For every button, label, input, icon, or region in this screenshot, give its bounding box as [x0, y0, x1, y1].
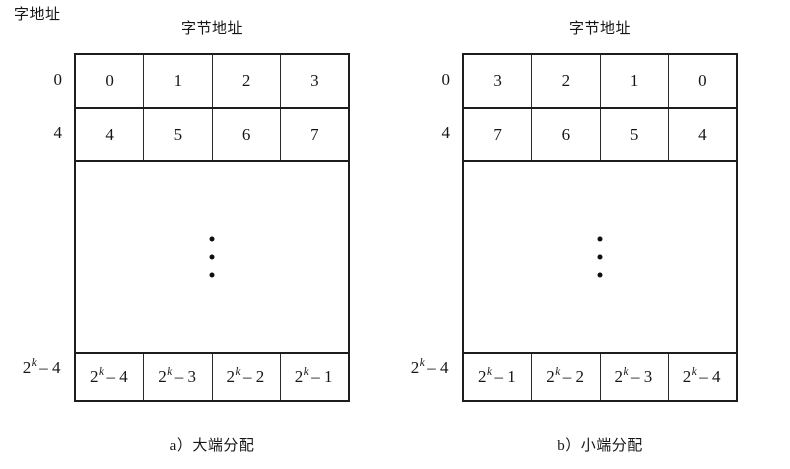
byte-cell: 7: [310, 124, 319, 144]
byte-cell: 2k– 2: [213, 354, 281, 400]
word-address-label-column: 0 4 2k– 4: [394, 53, 456, 402]
panel-big-endian: 字地址 字节地址 0 4 2k– 4 0 1 2 3 4 5 6: [6, 7, 350, 454]
byte-cell: 7: [464, 109, 533, 160]
word-address-heading: 字地址: [14, 7, 61, 23]
byte-cell: 2k– 4: [76, 354, 145, 400]
table-row-elided: [76, 162, 348, 354]
word-address-label: 0: [442, 70, 451, 90]
memory-table-big-endian: 0 1 2 3 4 5 6 7: [74, 53, 350, 402]
memory-table-little-endian: 3 2 1 0 7 6 5 4: [462, 53, 738, 402]
word-address-label-column: 0 4 2k– 4: [6, 53, 68, 402]
vertical-ellipsis-icon: [209, 236, 215, 278]
word-address-label: 2k– 4: [411, 358, 450, 378]
table-row-elided: [464, 162, 736, 354]
word-address-value-0: 0: [441, 70, 451, 89]
byte-cell: 2k– 3: [601, 354, 669, 400]
panel-caption: b）小端分配: [557, 438, 643, 454]
word-address-label: 2k– 4: [23, 358, 62, 378]
table-row: 4 5 6 7: [76, 109, 348, 162]
byte-cell: 6: [213, 109, 281, 160]
byte-address-heading: 字节地址: [568, 21, 631, 37]
byte-cell: 6: [532, 109, 601, 160]
word-address-value-0: 0: [53, 70, 63, 89]
byte-cell: 3: [310, 71, 319, 90]
byte-address-heading: 字节地址: [180, 21, 243, 37]
word-address-value-1: 4: [53, 123, 63, 142]
byte-cell: 2k– 3: [144, 354, 213, 400]
ellipsis-dot: [597, 254, 603, 260]
byte-cell: 0: [698, 71, 707, 90]
byte-cell: 5: [601, 109, 669, 160]
table-row: 3 2 1 0: [464, 55, 736, 109]
byte-cell: 5: [144, 109, 213, 160]
table-row: 2k– 4 2k– 3 2k– 2 2k– 1: [76, 354, 348, 400]
byte-cell: 2k– 4: [682, 366, 721, 386]
byte-cell: 0: [76, 55, 145, 107]
byte-cell: 4: [76, 109, 145, 160]
byte-cell: 2k– 1: [464, 354, 533, 400]
table-row: 2k– 1 2k– 2 2k– 3 2k– 4: [464, 354, 736, 400]
byte-cell: 4: [698, 124, 707, 144]
vertical-ellipsis-icon: [597, 236, 603, 278]
byte-cell: 1: [144, 55, 213, 107]
panel-caption: a）大端分配: [169, 438, 255, 454]
byte-cell: 3: [464, 55, 533, 107]
byte-cell: 2: [532, 55, 601, 107]
ellipsis-dot: [209, 236, 215, 242]
byte-cell: 2: [213, 55, 281, 107]
word-address-label: 4: [442, 123, 451, 143]
word-address-value-1: 4: [441, 123, 451, 142]
table-row: 7 6 5 4: [464, 109, 736, 162]
word-address-value-2: 2k– 4: [22, 357, 61, 377]
ellipsis-dot: [597, 272, 603, 278]
ellipsis-dot: [209, 272, 215, 278]
ellipsis-dot: [209, 254, 215, 260]
byte-cell: 1: [601, 55, 669, 107]
word-address-label: 4: [54, 123, 63, 143]
byte-cell: 2k– 1: [294, 366, 333, 386]
word-address-value-2: 2k– 4: [410, 357, 449, 377]
word-address-label: 0: [54, 70, 63, 90]
table-row: 0 1 2 3: [76, 55, 348, 109]
ellipsis-dot: [597, 236, 603, 242]
panel-little-endian: 字节地址 0 4 2k– 4 3 2 1 0 7 6 5 4: [400, 0, 790, 469]
byte-cell: 2k– 2: [532, 354, 601, 400]
